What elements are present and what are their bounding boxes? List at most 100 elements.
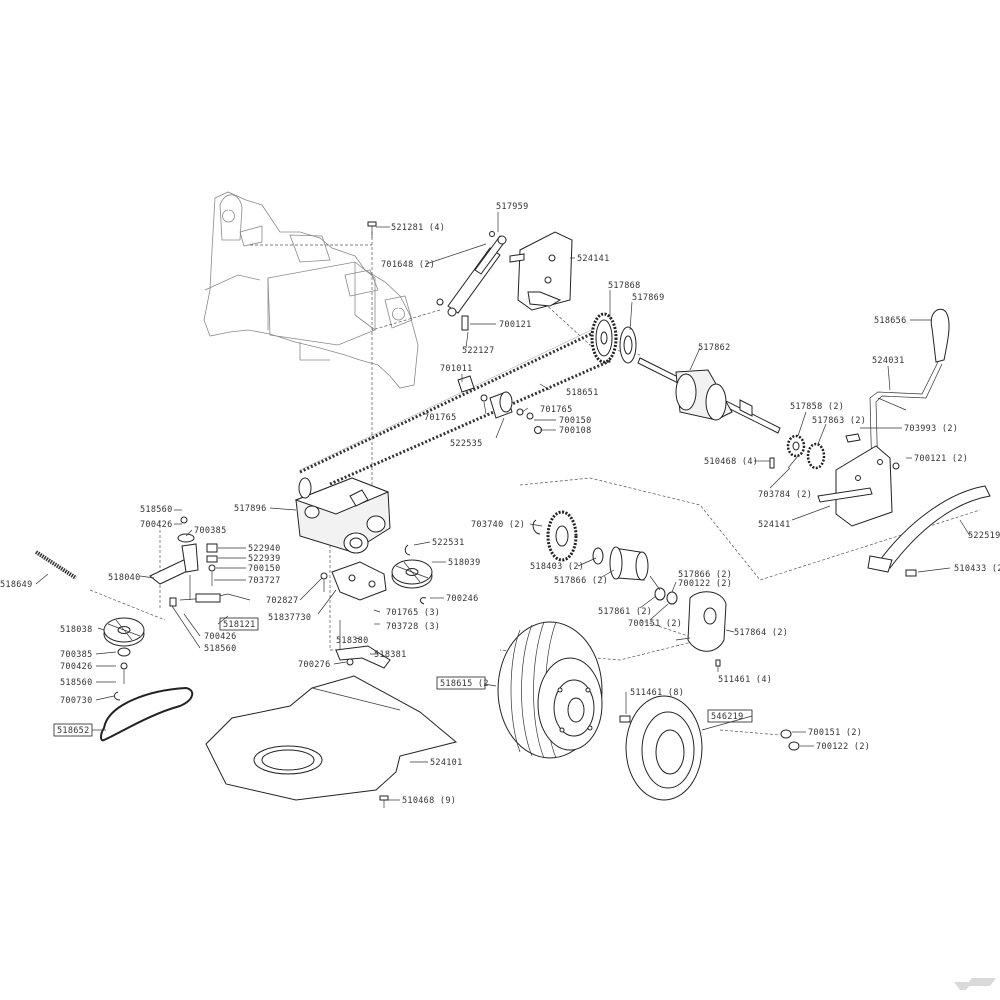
axle-517862 (637, 357, 781, 434)
callout-517959[interactable]: 517959 (496, 202, 529, 212)
callout-517869[interactable]: 517869 (632, 293, 665, 303)
callout-510468-b[interactable]: 510468 (9) (402, 796, 456, 806)
arm-522519 (867, 485, 991, 577)
callout-700121-b[interactable]: 700121 (2) (914, 454, 968, 464)
callout-518403[interactable]: 518403 (2) (530, 562, 584, 572)
callout-700122-b[interactable]: 700122 (2) (816, 742, 870, 752)
callout-700426-c[interactable]: 700426 (60, 662, 93, 672)
callout-518380[interactable]: 518380 (336, 636, 369, 646)
callout-518615[interactable]: 518615 (2 (440, 679, 489, 689)
callout-517858[interactable]: 517858 (2) (790, 402, 844, 412)
callout-517861[interactable]: 517861 (2) (598, 607, 652, 617)
callout-700150-a[interactable]: 700150 (559, 416, 592, 426)
callout-701765-b[interactable]: 701765 (540, 405, 573, 415)
callout-518039[interactable]: 518039 (448, 558, 481, 568)
lever-524031 (869, 308, 950, 479)
callout-701648[interactable]: 701648 (2) (381, 260, 435, 270)
callout-524031[interactable]: 524031 (872, 356, 905, 366)
callout-700730[interactable]: 700730 (60, 696, 93, 706)
callout-510468-a[interactable]: 510468 (4) (704, 457, 758, 467)
roller-522535 (457, 375, 542, 434)
callout-511461-b[interactable]: 511461 (8) (630, 688, 684, 698)
callout-518560-a[interactable]: 518560 (140, 505, 173, 515)
callout-518651[interactable]: 518651 (566, 388, 599, 398)
callout-700426-b[interactable]: 700426 (204, 632, 237, 642)
callout-700121[interactable]: 700121 (499, 320, 532, 330)
callout-518121[interactable]: 518121 (223, 620, 256, 630)
callout-524141-right[interactable]: 524141 (758, 520, 791, 530)
callout-518649[interactable]: 518649 (0, 580, 33, 590)
callout-703740[interactable]: 703740 (2) (471, 520, 525, 530)
callout-518656[interactable]: 518656 (874, 316, 907, 326)
callout-518652[interactable]: 518652 (57, 726, 90, 736)
callout-510433[interactable]: 510433 (2 (954, 564, 1000, 574)
callout-518560-b[interactable]: 518560 (204, 644, 237, 654)
callout-518377[interactable]: 51837730 (268, 613, 311, 623)
callout-703993[interactable]: 703993 (2) (904, 424, 958, 434)
callout-522535[interactable]: 522535 (450, 439, 483, 449)
callout-700122-a[interactable]: 700122 (2) (678, 579, 732, 589)
callout-labels: 521281 (4) 517959 701648 (2) 524141 7001… (0, 202, 1000, 806)
callout-700276[interactable]: 700276 (298, 660, 331, 670)
gears-517858 (769, 433, 861, 470)
belt-518652 (100, 686, 194, 742)
callout-518381[interactable]: 518381 (374, 650, 407, 660)
plate-524141-right (817, 445, 900, 527)
callout-511461-a[interactable]: 511461 (4) (718, 675, 772, 685)
callout-703784[interactable]: 703784 (2) (758, 490, 812, 500)
callout-524141-top[interactable]: 524141 (577, 254, 610, 264)
callout-700426-a[interactable]: 700426 (140, 520, 173, 530)
callout-703727[interactable]: 703727 (248, 576, 281, 586)
bracket-524141-top (509, 231, 573, 311)
shield-524101 (205, 675, 458, 808)
callout-524101[interactable]: 524101 (430, 758, 463, 768)
callout-522127[interactable]: 522127 (462, 346, 495, 356)
leader-lines (35, 212, 971, 801)
gearbox-517896 (294, 477, 391, 554)
callout-701765-a[interactable]: 701765 (424, 413, 457, 423)
chassis-background (203, 191, 419, 389)
callout-517864[interactable]: 517864 (2) (734, 628, 788, 638)
tension-arm-518040 (149, 516, 199, 607)
callout-522519[interactable]: 522519 (968, 531, 1000, 541)
callout-701765-c[interactable]: 701765 (3) (386, 608, 440, 618)
callout-546219[interactable]: 546219 (711, 712, 744, 722)
callout-701011[interactable]: 701011 (440, 364, 473, 374)
bushings-stack (206, 543, 218, 586)
callout-517868[interactable]: 517868 (608, 281, 641, 291)
callout-700385-b[interactable]: 700385 (60, 650, 93, 660)
callout-700151-b[interactable]: 700151 (2) (808, 728, 862, 738)
callout-517866-b[interactable]: 517866 (2) (678, 570, 732, 580)
cable-518121 (179, 593, 251, 603)
washers-right (780, 729, 800, 751)
callout-702827[interactable]: 702827 (266, 596, 299, 606)
tire-546219 (619, 695, 703, 801)
gas-spring-517959 (436, 231, 507, 331)
pulley-518039 (391, 544, 433, 605)
callout-517862[interactable]: 517862 (698, 343, 731, 353)
callout-700108[interactable]: 700108 (559, 426, 592, 436)
callout-700246[interactable]: 700246 (446, 594, 479, 604)
callout-700150-b[interactable]: 700150 (248, 564, 281, 574)
drive-chains (299, 321, 613, 486)
wheel-518615 (497, 621, 603, 759)
rod-518381 (335, 620, 391, 669)
callout-703728[interactable]: 703728 (3) (386, 622, 440, 632)
bolt-521281 (367, 221, 377, 238)
callout-518038[interactable]: 518038 (60, 625, 93, 635)
callout-517896[interactable]: 517896 (234, 504, 267, 514)
pulley-518038 (103, 617, 145, 701)
callout-518040[interactable]: 518040 (108, 573, 141, 583)
callout-521281[interactable]: 521281 (4) (391, 223, 445, 233)
brand-logo (954, 978, 996, 990)
callout-517863[interactable]: 517863 (2) (812, 416, 866, 426)
callout-518560-c[interactable]: 518560 (60, 678, 93, 688)
callout-522531[interactable]: 522531 (432, 538, 465, 548)
callout-522939[interactable]: 522939 (248, 554, 281, 564)
callout-700385-a[interactable]: 700385 (194, 526, 227, 536)
callout-522940[interactable]: 522940 (248, 544, 281, 554)
callout-517866-a[interactable]: 517866 (2) (554, 576, 608, 586)
callout-700151-a[interactable]: 700151 (2) (628, 619, 682, 629)
